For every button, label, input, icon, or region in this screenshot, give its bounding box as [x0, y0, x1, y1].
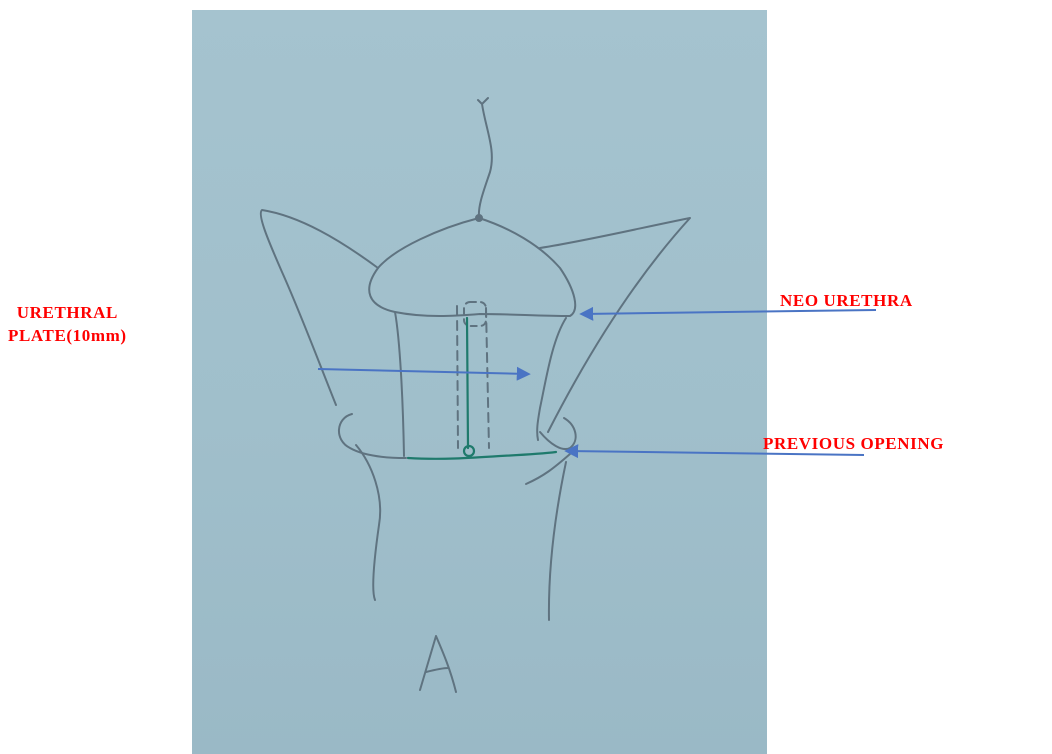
right-fold — [540, 418, 576, 449]
label-urethral-plate: URETHRAL PLATE(10mm) — [8, 301, 127, 347]
label-urethral-plate-line1: URETHRAL — [8, 301, 127, 324]
arrow-urethral-plate — [318, 369, 528, 374]
label-previous-opening: PREVIOUS OPENING — [763, 432, 944, 455]
left-flap-outline — [261, 210, 378, 405]
left-fold — [339, 414, 406, 458]
suture-line — [478, 98, 492, 217]
left-lower-fold — [356, 445, 380, 600]
plate-right-dashed-line — [486, 308, 489, 448]
right-shaft-wall — [537, 318, 566, 440]
label-neo-urethra: NEO URETHRA — [780, 289, 913, 312]
previous-opening-line — [408, 452, 556, 459]
left-shaft-wall — [395, 312, 404, 456]
midline-suture — [467, 318, 468, 448]
sketch-letter-A — [420, 636, 456, 692]
plate-left-dashed-line — [457, 306, 458, 448]
right-shaft-lower — [549, 462, 566, 620]
label-urethral-plate-line2: PLATE(10mm) — [8, 324, 127, 347]
